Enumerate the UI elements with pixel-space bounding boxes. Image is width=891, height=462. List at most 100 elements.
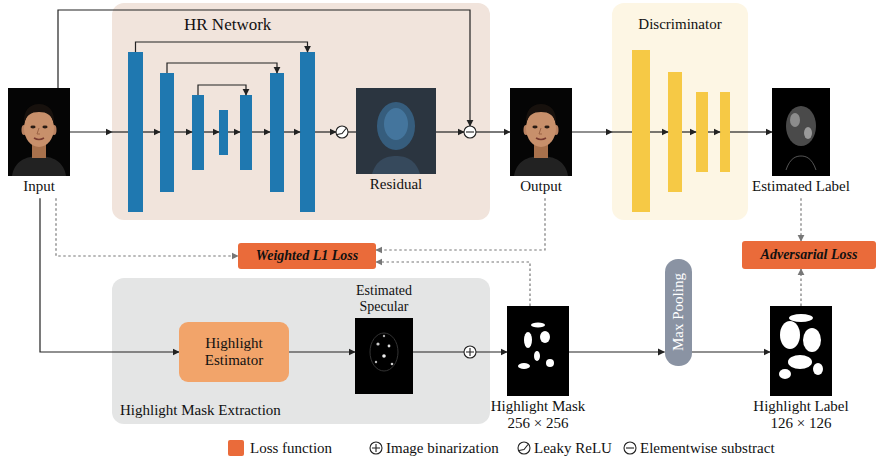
caption-group: Residual xyxy=(370,176,423,193)
legend-leaky-relu-symbol xyxy=(519,445,528,451)
subtract-symbol xyxy=(466,131,474,132)
image-caption: Estimated Label xyxy=(752,178,850,195)
output-photo xyxy=(510,88,572,176)
label-blob xyxy=(780,321,800,349)
flow-arrow xyxy=(289,351,355,352)
legend-label: Elementwise substract xyxy=(640,439,775,457)
legend-item: Leaky ReLU xyxy=(534,439,612,457)
mask-blob xyxy=(524,332,532,348)
flow-line xyxy=(476,131,490,132)
legend-swatch xyxy=(228,440,244,456)
extraction-panel-ground xyxy=(112,278,490,424)
image-caption: Highlight Label xyxy=(753,398,848,415)
layer-bar xyxy=(219,110,228,155)
loss-box: Adversarial Loss xyxy=(742,241,876,269)
highlight-label-image: Highlight Label126 × 126 xyxy=(770,306,832,436)
flow-line xyxy=(284,131,300,132)
legend-binarization-symbol xyxy=(372,444,380,452)
specular-image xyxy=(355,318,413,394)
skip-line xyxy=(167,63,277,73)
box-label: Highlight Estimator xyxy=(185,335,283,370)
residual-image: Residual xyxy=(356,88,436,196)
flow-arrow xyxy=(572,131,612,132)
residual-face xyxy=(377,102,415,150)
layer-bar xyxy=(270,73,284,192)
layer-bar xyxy=(300,52,315,212)
loss-box: Weighted L1 Loss xyxy=(238,243,376,269)
discriminator-bar xyxy=(668,72,682,192)
highlight-label-image xyxy=(770,306,832,396)
specular-face xyxy=(370,333,398,371)
legend-binarization-symbol xyxy=(370,442,382,454)
input-image: Input xyxy=(8,88,70,198)
specular-spot xyxy=(383,335,385,337)
residual-face xyxy=(384,108,408,140)
specular-spot xyxy=(375,361,377,363)
legend-leaky-relu-symbol xyxy=(518,442,530,454)
flow-line xyxy=(204,131,219,132)
flow-arrow xyxy=(490,131,510,132)
legend-subtract-symbol xyxy=(626,447,634,448)
flow-arrow xyxy=(40,198,179,352)
layer-bar xyxy=(192,95,204,170)
image-caption: Residual xyxy=(370,176,423,193)
flow-line xyxy=(143,131,160,132)
skip-line xyxy=(198,85,246,95)
binarization-symbol xyxy=(464,346,476,358)
layer-bar xyxy=(160,73,174,192)
legend-item: Image binarization xyxy=(386,439,499,457)
binarization-symbol xyxy=(466,348,474,356)
legend-label: Leaky ReLU xyxy=(534,439,612,457)
residual-image xyxy=(356,88,436,174)
caption-group: Input xyxy=(23,178,55,195)
panel-title: Highlight Mask Extraction xyxy=(120,402,281,419)
specular-spot xyxy=(388,345,391,348)
panel-title: HR Network xyxy=(184,15,271,35)
caption-group: Output xyxy=(520,178,562,195)
loss-input-arrow xyxy=(800,198,801,241)
flow-line xyxy=(682,131,696,132)
flow-line xyxy=(650,131,668,132)
flow-line xyxy=(228,131,240,132)
legend-item: Elementwise substract xyxy=(640,439,775,457)
flow-line xyxy=(112,131,128,132)
label-blob xyxy=(788,355,812,369)
flow-line xyxy=(348,131,356,132)
flow-arrow xyxy=(569,351,665,352)
caption-group: Estimated Label xyxy=(752,178,850,195)
vertical-label: Max Pooling xyxy=(670,273,687,351)
flow-line xyxy=(708,131,720,132)
image-caption: 256 × 256 xyxy=(491,415,586,432)
legend-item: Loss function xyxy=(228,439,332,457)
label-texture xyxy=(786,156,816,170)
mask-image: Highlight Mask256 × 256 xyxy=(507,306,569,436)
flow-line xyxy=(315,131,336,132)
estimator-box: Highlight Estimator xyxy=(179,322,289,382)
subtract-symbol xyxy=(464,126,476,138)
label-blob xyxy=(813,363,823,375)
mask-blob xyxy=(531,323,545,328)
legend-label: Image binarization xyxy=(386,439,499,457)
caption-group: Estimated Specular xyxy=(351,283,417,315)
discriminator-bar xyxy=(632,50,650,212)
output-image: Output xyxy=(510,88,572,198)
flow-line xyxy=(252,131,270,132)
discriminator-panel-ground xyxy=(612,3,748,220)
skip-line xyxy=(136,42,308,52)
flow-arrow xyxy=(748,131,772,132)
specular-spot xyxy=(376,342,379,345)
caption-group: Highlight Label126 × 126 xyxy=(753,398,848,433)
specular-spot xyxy=(391,363,394,366)
flow-line xyxy=(612,131,632,132)
pooling-box: Max Pooling xyxy=(665,259,692,366)
discriminator-bar xyxy=(696,92,708,172)
box-label: Adversarial Loss xyxy=(761,247,858,263)
image-caption: 126 × 126 xyxy=(753,415,848,432)
legend-label: Loss function xyxy=(250,439,332,457)
layer-bar xyxy=(128,52,143,212)
flow-line xyxy=(174,131,192,132)
